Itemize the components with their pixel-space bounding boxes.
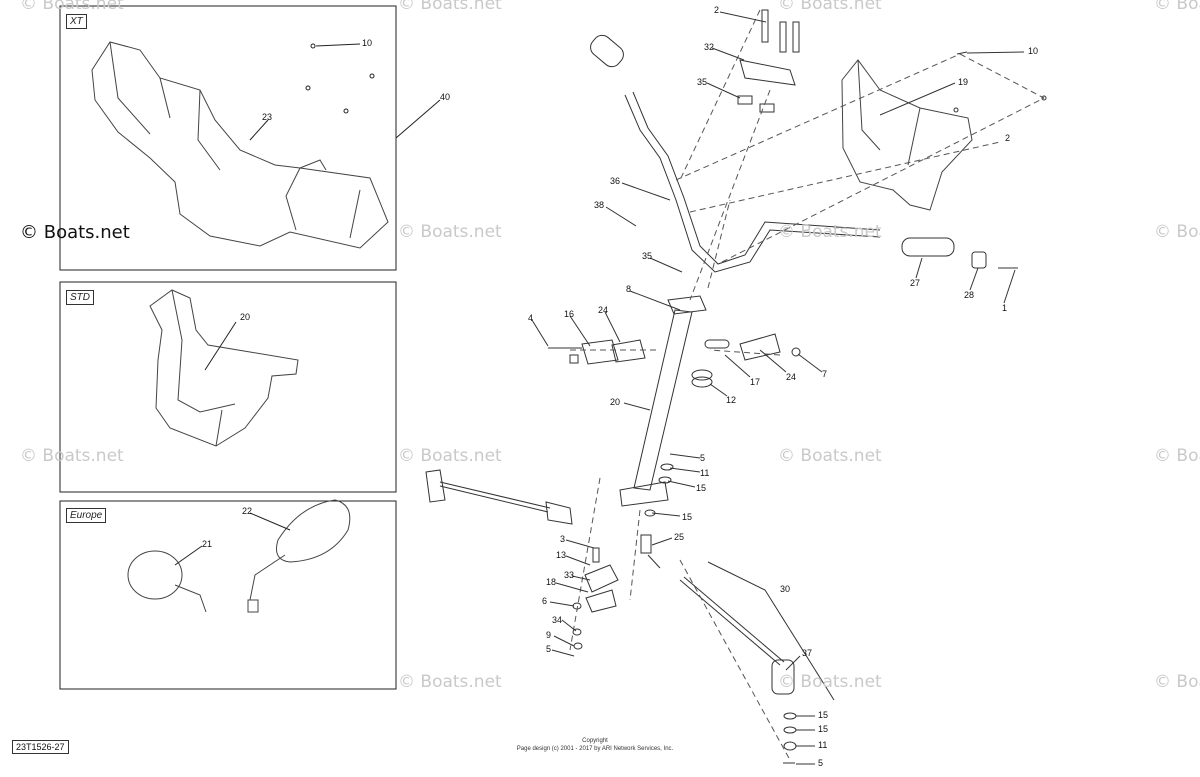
watermark-faded: © Boats.net xyxy=(778,446,882,466)
lower-arm xyxy=(584,534,661,613)
copyright-line: Page design (c) 2001 - 2017 by ARI Netwo… xyxy=(516,746,674,752)
clamp xyxy=(737,9,800,113)
watermark-boats-net: © Boats.net xyxy=(20,222,130,243)
watermark-faded: © Boats.net xyxy=(398,446,502,466)
watermark-faded: © Boats.net xyxy=(1154,672,1200,692)
copyright-title: Copyright xyxy=(582,738,608,744)
watermark-faded: © Boats.net xyxy=(1154,446,1200,466)
watermark-faded: © Boats.net xyxy=(20,446,124,466)
mirror-22 xyxy=(247,499,351,613)
callout-24: 24 xyxy=(598,305,609,315)
tie-rod-right xyxy=(679,576,795,695)
watermark-faded: © Boats.net xyxy=(778,672,882,692)
callout-15: 15 xyxy=(818,710,829,720)
callout-12: 12 xyxy=(726,395,737,405)
steering-column xyxy=(619,295,713,507)
callout-22: 22 xyxy=(242,506,253,516)
right-handguard xyxy=(841,59,973,211)
callout-23: 23 xyxy=(262,112,273,122)
callout-33: 33 xyxy=(564,570,575,580)
callout-5: 5 xyxy=(546,644,552,654)
watermark-faded: © Boats.net xyxy=(20,0,124,14)
watermark-faded: © Boats.net xyxy=(778,0,882,14)
callout-18: 18 xyxy=(546,577,557,587)
callout-6: 6 xyxy=(542,596,548,606)
watermark-faded: © Boats.net xyxy=(778,222,882,242)
xt-handguard xyxy=(91,41,389,249)
std-handguard xyxy=(149,289,299,447)
inset-label-xt: XT xyxy=(66,14,87,29)
inset-frame-europe xyxy=(59,500,397,690)
callout-13: 13 xyxy=(556,550,567,560)
watermark-faded: © Boats.net xyxy=(398,222,502,242)
callout-19: 19 xyxy=(958,77,969,87)
callout-7: 7 xyxy=(822,369,828,379)
callout-17: 17 xyxy=(750,377,761,387)
callout-15: 15 xyxy=(682,512,693,522)
callout-28: 28 xyxy=(964,290,975,300)
callout-35: 35 xyxy=(642,251,653,261)
watermark-faded: © Boats.net xyxy=(1154,222,1200,242)
watermark-faded: © Boats.net xyxy=(398,0,502,14)
handlebar xyxy=(590,34,987,273)
callout-5: 5 xyxy=(818,758,824,768)
callout-1: 1 xyxy=(1002,303,1008,313)
callout-34: 34 xyxy=(552,615,563,625)
callout-24: 24 xyxy=(786,372,797,382)
inset-label-std: STD xyxy=(66,290,94,305)
callout-8: 8 xyxy=(626,284,632,294)
column-bracket-left xyxy=(548,339,646,365)
column-bracket-right xyxy=(704,333,801,361)
callout-10: 10 xyxy=(362,38,373,48)
watermark-faded: © Boats.net xyxy=(1154,0,1200,14)
document-id: 23T1526-27 xyxy=(12,740,69,754)
callout-15: 15 xyxy=(696,483,707,493)
callout-10: 10 xyxy=(1028,46,1039,56)
callout-38: 38 xyxy=(594,200,605,210)
callout-27: 27 xyxy=(910,278,921,288)
callout-15: 15 xyxy=(818,724,829,734)
callout-11: 11 xyxy=(818,740,828,750)
callout-11: 11 xyxy=(700,468,710,478)
tie-rod-left xyxy=(425,469,573,525)
inset-frame-std xyxy=(59,281,397,493)
callout-32: 32 xyxy=(704,42,715,52)
callout-3: 3 xyxy=(560,534,566,544)
callout-5: 5 xyxy=(700,453,706,463)
inset-label-europe: Europe xyxy=(66,508,107,523)
callout-35: 35 xyxy=(697,77,708,87)
callout-2: 2 xyxy=(1005,133,1011,143)
callout-20: 20 xyxy=(610,397,621,407)
callout-20: 20 xyxy=(240,312,251,322)
callout-4: 4 xyxy=(528,313,534,323)
callout-37: 37 xyxy=(802,648,813,658)
callout-21: 21 xyxy=(202,539,213,549)
callout-30: 30 xyxy=(780,584,791,594)
mirror-21 xyxy=(127,550,207,613)
callout-36: 36 xyxy=(610,176,621,186)
callout-25: 25 xyxy=(674,532,685,542)
watermark-faded: © Boats.net xyxy=(398,672,502,692)
copyright-block: Copyright Page design (c) 2001 - 2017 by… xyxy=(470,737,720,753)
callout-16: 16 xyxy=(564,309,575,319)
callout-2: 2 xyxy=(714,5,720,15)
callout-40: 40 xyxy=(440,92,451,102)
callout-9: 9 xyxy=(546,630,552,640)
